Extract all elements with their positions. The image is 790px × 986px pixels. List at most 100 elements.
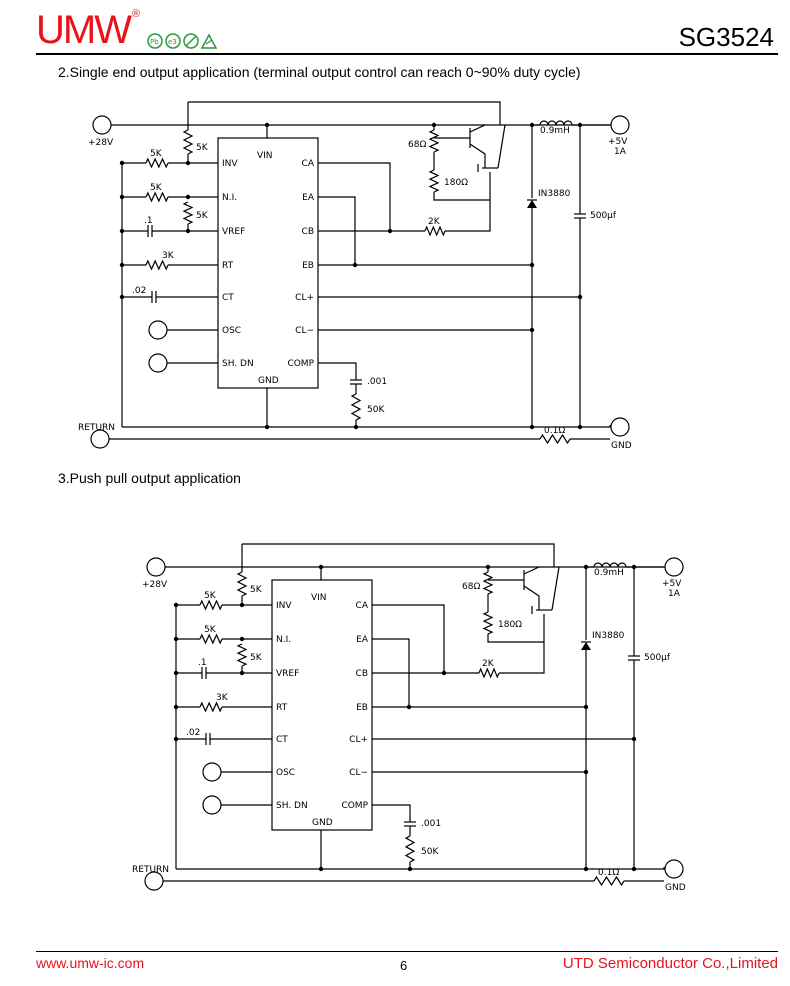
wire: [199, 701, 223, 713]
junction-dot: [529, 327, 535, 333]
inductor-coil: [563, 120, 573, 126]
osc-terminal: [202, 762, 222, 782]
ic-pin-label: N.I.: [222, 193, 237, 203]
label-supply-in: +28V: [88, 138, 114, 148]
section-title-push-pull: 3.Push pull output application: [58, 470, 241, 486]
shdn-terminal: [202, 795, 222, 815]
ic-pin-label: CT: [276, 735, 288, 745]
wire: [482, 611, 494, 635]
junction-dot: [264, 424, 270, 430]
junction-dot: [577, 424, 583, 430]
junction-dot: [239, 636, 245, 642]
label-c-comp: .001: [367, 377, 387, 387]
ic-pin-label: VIN: [311, 593, 327, 603]
label-r-comp: 50K: [421, 847, 439, 857]
wire: [424, 225, 446, 237]
ic-pin-label: EA: [356, 635, 369, 645]
footer-url[interactable]: www.umw-ic.com: [36, 955, 145, 971]
ic-pin-label: OSC: [276, 768, 295, 778]
junction-dot: [583, 564, 589, 570]
footer-company: UTD Semiconductor Co.,Limited: [562, 955, 778, 972]
wire: [478, 667, 500, 679]
output-terminal: [610, 115, 630, 135]
halogen-free-icon: [183, 33, 199, 49]
wire: [242, 543, 555, 567]
junction-dot: [387, 228, 393, 234]
wire: [433, 192, 490, 201]
ic-pin-label: EB: [302, 261, 314, 271]
pb-free-icon: Pb: [147, 33, 163, 49]
wire: [199, 599, 223, 611]
label-r-pullup: 5K: [196, 143, 209, 153]
wire: [188, 101, 501, 125]
label-inductor: 0.9mH: [594, 568, 624, 578]
brand-logo: UMW: [36, 8, 132, 52]
label-c-out: 500μf: [644, 653, 671, 663]
ic-pin-label: INV: [276, 601, 292, 611]
label-gnd: GND: [611, 441, 632, 451]
junction-dot: [631, 866, 637, 872]
junction-dot: [631, 564, 637, 570]
inductor-coil: [617, 562, 627, 568]
label-inductor: 0.9mH: [540, 126, 570, 136]
wire: [176, 867, 665, 870]
label-r-inv: 5K: [150, 149, 163, 159]
ic-pin-label: VIN: [257, 151, 273, 161]
wire: [318, 196, 356, 265]
junction-dot: [185, 228, 191, 234]
wire: [182, 129, 194, 155]
svg-text:e3: e3: [168, 38, 177, 46]
label-r-drive: 2K: [428, 217, 441, 227]
osc-terminal: [148, 320, 168, 340]
label-r-ni: 5K: [204, 625, 217, 635]
label-diode: IN3880: [538, 189, 571, 199]
esd-icon: [200, 33, 218, 49]
section-title-single-end: 2.Single end output application (termina…: [58, 64, 581, 80]
wire: [551, 566, 560, 611]
label-c-out: 500μf: [590, 211, 617, 221]
wire: [445, 200, 491, 232]
junction-dot: [119, 228, 125, 234]
ic-pin-label: RT: [276, 703, 288, 713]
wire: [241, 596, 272, 606]
label-c-ct: .02: [132, 286, 146, 296]
ic-pin-label: OSC: [222, 326, 241, 336]
ic-pin-label: CL−: [295, 326, 314, 336]
label-r-sense: 0.1Ω: [544, 426, 565, 436]
label-diode: IN3880: [592, 631, 625, 641]
label-r-base1: 68Ω: [408, 140, 426, 150]
ic-pin-label: N.I.: [276, 635, 291, 645]
ic-pin-label: INV: [222, 159, 238, 169]
ic-pin-label: CL+: [295, 293, 314, 303]
wire: [482, 571, 494, 595]
part-number: SG3524: [678, 22, 774, 52]
label-r-comp: 50K: [367, 405, 385, 415]
junction-dot: [529, 424, 535, 430]
label-r-sense: 0.1Ω: [598, 868, 619, 878]
wire: [145, 157, 169, 169]
label-r-drive: 2K: [482, 659, 495, 669]
compliance-badges: Pb e3: [146, 31, 226, 56]
junction-dot: [318, 866, 324, 872]
label-supply-in: +28V: [142, 580, 168, 590]
ic-body: [217, 137, 319, 389]
wire: [499, 642, 545, 674]
junction-dot: [407, 866, 413, 872]
ic-pin-label: VREF: [276, 669, 299, 679]
wire: [469, 124, 486, 133]
input-terminal: [92, 115, 112, 135]
junction-dot: [173, 602, 179, 608]
ic-pin-label: SH. DN: [222, 359, 254, 369]
junction-dot: [406, 704, 412, 710]
junction-dot: [583, 866, 589, 872]
label-r-rt: 3K: [216, 693, 229, 703]
junction-dot: [441, 670, 447, 676]
label-supply-out: +5V: [662, 579, 682, 589]
junction-dot: [119, 262, 125, 268]
ic-pin-label: COMP: [287, 359, 314, 369]
wire: [428, 169, 440, 193]
junction-dot: [485, 564, 491, 570]
wire: [145, 259, 169, 271]
label-r-inv: 5K: [204, 591, 217, 601]
